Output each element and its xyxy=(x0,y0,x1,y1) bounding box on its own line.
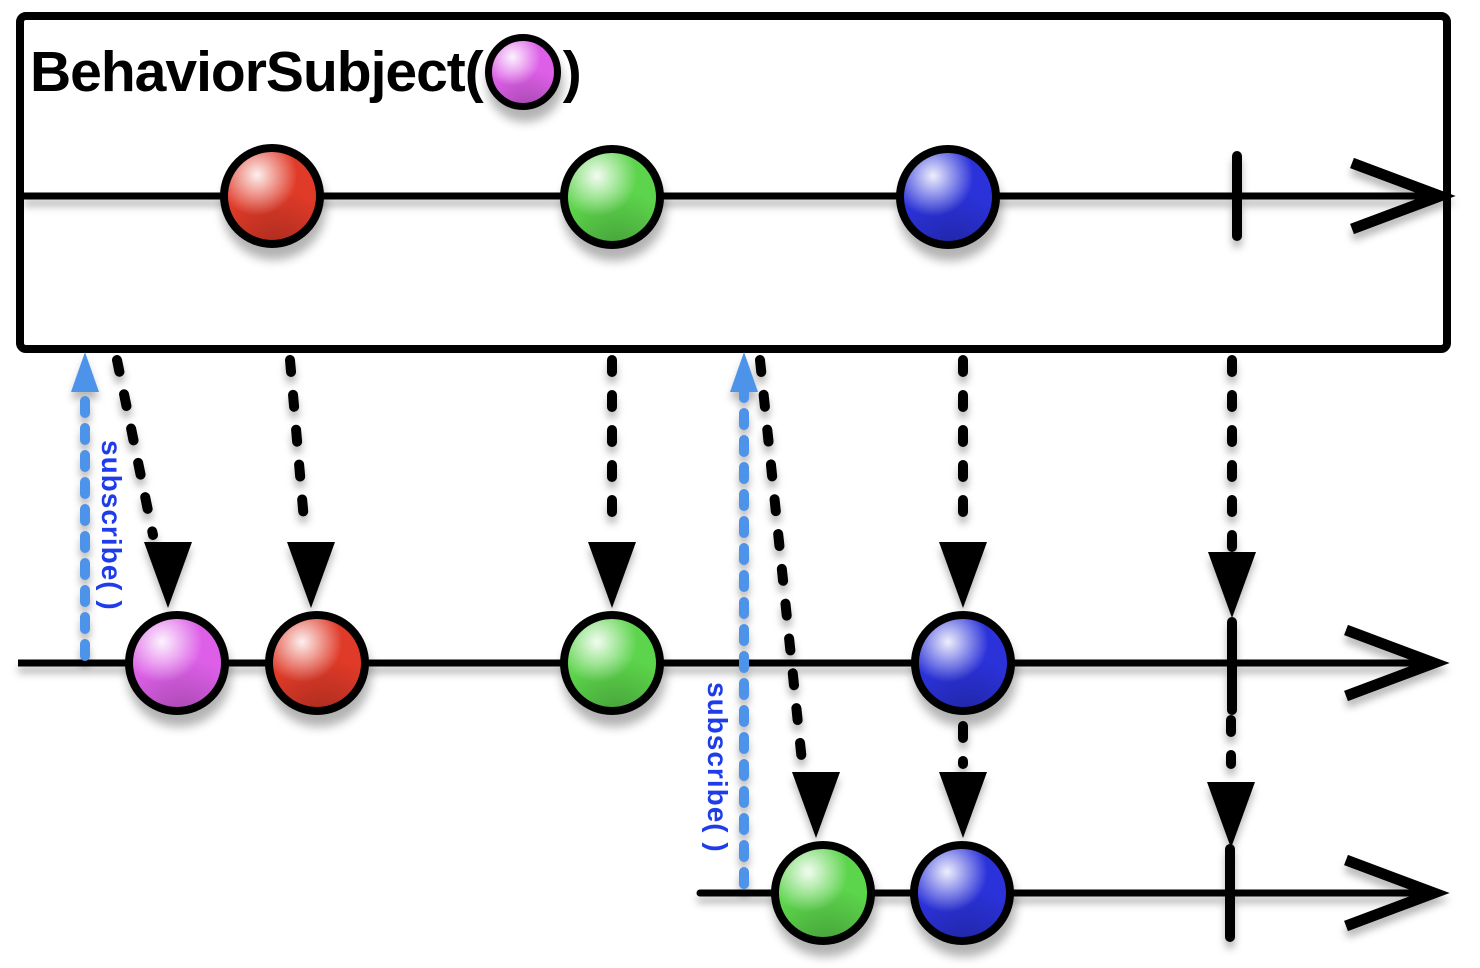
subscriber2-marble-blue xyxy=(910,841,1014,945)
title-close-paren: ) xyxy=(562,40,582,104)
subscriber1-timeline-arrowhead-icon xyxy=(1344,624,1450,702)
down-arrow-icon xyxy=(144,542,192,608)
source-timeline-arrowhead-icon xyxy=(1350,157,1456,235)
down-arrow-icon xyxy=(1207,782,1255,848)
subscriber1-timeline xyxy=(18,617,1450,715)
up-arrow-icon xyxy=(71,352,99,392)
source-marble-green xyxy=(560,145,664,249)
subscribe-arrows xyxy=(71,352,758,889)
title-text: BehaviorSubject( xyxy=(30,40,484,104)
emission-connectors-subscriber2 xyxy=(755,355,1255,848)
subscriber2-marble-green xyxy=(771,841,875,945)
down-arrow-icon xyxy=(792,772,840,838)
down-arrow-icon xyxy=(939,542,987,608)
subscriber1-marble-green xyxy=(560,611,664,715)
subscriber1-marble-red xyxy=(265,611,369,715)
emission-connectors-subscriber1 xyxy=(112,355,1256,618)
subscriber2-timeline-arrowhead-icon xyxy=(1344,854,1450,932)
down-arrow-icon xyxy=(588,542,636,608)
initial-value-marble-magenta xyxy=(484,34,561,110)
source-marble-red xyxy=(220,144,324,248)
down-arrow-icon xyxy=(939,772,987,838)
behavior-subject-box xyxy=(16,12,1451,353)
subscriber1-marble-blue xyxy=(911,611,1015,715)
down-arrow-icon xyxy=(287,542,335,608)
source-marble-blue xyxy=(896,145,1000,249)
subscriber1-marble-magenta xyxy=(125,611,229,715)
subscriber2-subscribe-label: subscribe( ) xyxy=(702,682,733,853)
down-arrow-icon xyxy=(1208,552,1256,618)
subscriber1-subscribe-label: subscribe( ) xyxy=(96,440,127,611)
diagram-title: BehaviorSubject( ) xyxy=(30,24,582,120)
up-arrow-icon xyxy=(730,352,758,392)
